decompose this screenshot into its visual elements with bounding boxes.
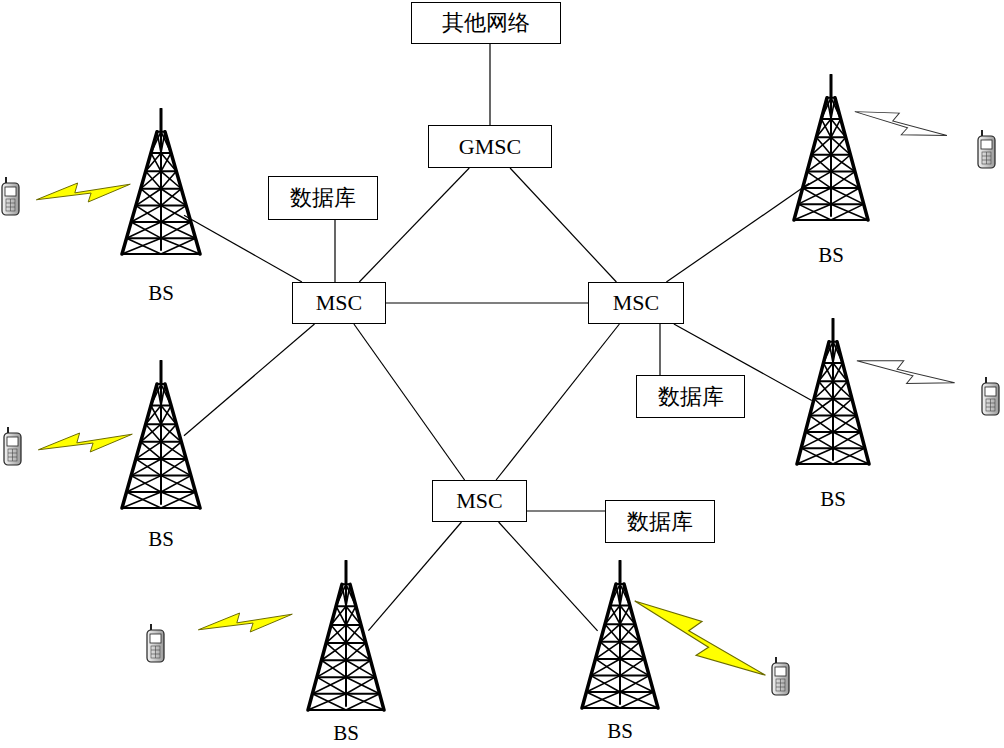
network-link (510, 168, 616, 282)
network-link (354, 324, 465, 480)
network-box: 数据库 (636, 375, 745, 418)
network-box: MSC (588, 282, 684, 324)
base-station: BS (578, 560, 662, 742)
tower-icon (792, 74, 870, 222)
base-station: BS (304, 560, 388, 744)
tower-lattice (122, 109, 200, 254)
base-station: BS (118, 108, 204, 304)
box-label: MSC (613, 290, 659, 316)
tower-icon (306, 560, 386, 712)
station-label: BS (118, 528, 204, 550)
network-link (184, 215, 302, 282)
box-label: MSC (316, 290, 362, 316)
network-link (368, 522, 461, 631)
mobile-phone (147, 624, 164, 662)
box-label: 数据库 (627, 509, 693, 535)
station-label: BS (790, 244, 872, 266)
network-link (496, 324, 619, 480)
box-label: 其他网络 (442, 10, 530, 36)
network-box: MSC (432, 480, 527, 522)
station-label: BS (793, 488, 873, 510)
radio-link (37, 428, 134, 458)
network-link (527, 510, 605, 511)
tower-icon (120, 360, 202, 510)
radio-link (852, 100, 949, 148)
network-link (666, 183, 809, 282)
station-label: BS (304, 722, 388, 744)
tower-lattice (794, 75, 868, 220)
tower-icon (580, 560, 660, 710)
radio-link (35, 178, 132, 208)
network-link (334, 220, 335, 282)
base-station: BS (790, 74, 872, 266)
tower-icon (795, 318, 871, 466)
base-station: BS (793, 318, 873, 510)
network-box: 其他网络 (411, 2, 561, 44)
tower-lattice (582, 561, 658, 708)
mobile-phone (978, 130, 995, 168)
station-label: BS (578, 720, 662, 742)
mobile-phone (2, 177, 19, 215)
network-box: 数据库 (605, 500, 715, 543)
station-label: BS (118, 282, 204, 304)
tower-icon (120, 108, 202, 256)
box-label: GMSC (459, 134, 521, 160)
network-link (489, 44, 490, 125)
network-link (659, 324, 660, 375)
network-box: 数据库 (268, 176, 378, 220)
radio-link (197, 608, 294, 638)
network-box: GMSC (428, 125, 552, 168)
mobile-phone (982, 377, 999, 415)
mobile-phone (4, 427, 21, 465)
tower-lattice (308, 561, 384, 710)
network-link (386, 302, 588, 303)
radio-link (855, 348, 957, 396)
box-label: MSC (456, 488, 502, 514)
network-box: MSC (292, 282, 386, 324)
network-link (499, 522, 598, 631)
network-link (184, 324, 315, 436)
tower-lattice (122, 361, 200, 508)
mobile-phone (772, 657, 789, 695)
base-station: BS (118, 360, 204, 550)
tower-lattice (797, 319, 869, 464)
box-label: 数据库 (290, 185, 356, 211)
box-label: 数据库 (658, 384, 724, 410)
